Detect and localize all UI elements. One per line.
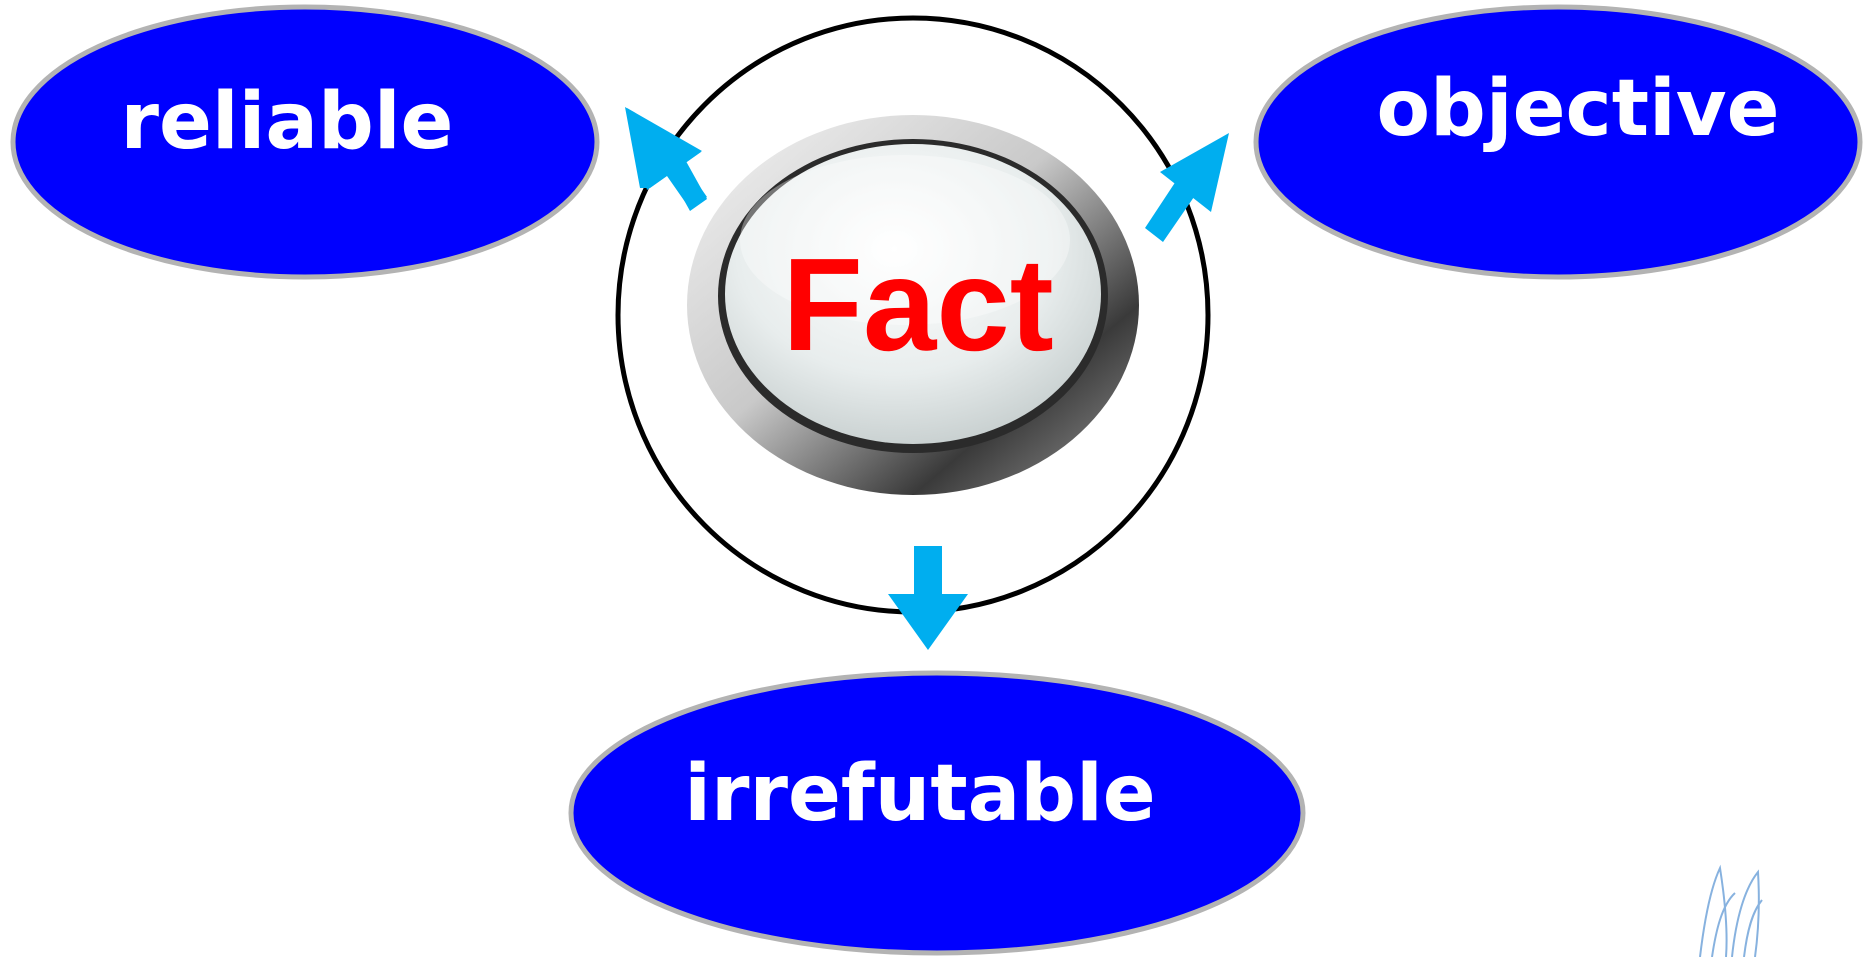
node-reliable-shape [10, 4, 600, 280]
arrow-to-irrefutable-shaft [914, 546, 942, 596]
arrow-to-objective-shaft [1145, 178, 1196, 242]
node-irrefutable-shape [568, 670, 1306, 956]
arrow-to-reliable-shaft [665, 154, 707, 211]
node-objective-shape [1253, 4, 1863, 280]
node-objective-label: objective [1376, 64, 1779, 154]
arrow-to-irrefutable-head [888, 594, 968, 650]
button-highlight [740, 155, 1070, 325]
fact-button[interactable]: Fact [687, 115, 1139, 495]
node-objective[interactable]: objective [1253, 4, 1863, 280]
node-reliable[interactable]: reliable [10, 4, 600, 280]
arrow-to-objective-head [1160, 133, 1229, 212]
corner-logo-icon [1699, 864, 1763, 957]
arrow-to-reliable-fill [627, 108, 702, 190]
center-label: Fact [782, 231, 1053, 378]
button-face [725, 144, 1101, 444]
node-irrefutable[interactable]: irrefutable [568, 670, 1306, 956]
node-irrefutable-label: irrefutable [684, 749, 1155, 839]
node-reliable-label: reliable [121, 77, 454, 167]
